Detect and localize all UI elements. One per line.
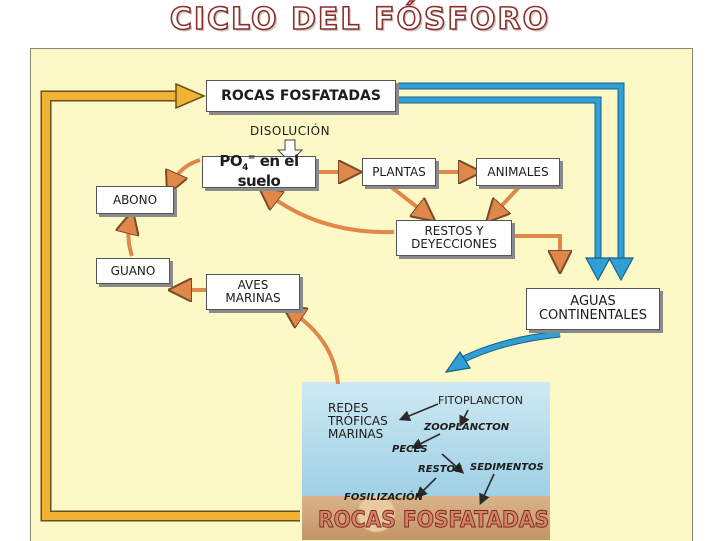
abono-box: ABONO [96,186,174,214]
peces-label: PECES [392,444,428,455]
zooplancton-label: ZOOPLANCTON [424,422,510,433]
blue-runoff-arrows [398,82,635,282]
rocas-fosfatadas-seabed-label: ROCAS FOSFATADAS [318,508,550,534]
po4-formula: PO4= en el suelo [219,152,299,190]
page-title: CICLO DEL FÓSFORO [169,1,551,38]
blue-arrow-to-ocean [444,330,561,373]
guano-box: GUANO [96,258,170,284]
orange-arrows [128,158,560,385]
ocean-food-web-arrows [398,403,495,506]
plantas-box: PLANTAS [362,158,436,186]
po4-suelo-box: PO4= en el suelo [202,152,316,190]
yellow-loop-arrow [40,82,300,522]
restos-label: RESTOS [418,464,463,475]
animales-box: ANIMALES [476,158,560,186]
rocas-fosfatadas-box: ROCAS FOSFATADAS [206,80,396,112]
disolucion-label: DISOLUCIÓN [250,124,331,138]
redes-troficas-label: REDES TRÓFICAS MARINAS [328,401,388,442]
seabed [302,496,550,540]
sedimentos-label: SEDIMENTOS [470,462,544,473]
fosilizacion-label: FOSILIZACIÓN [344,492,423,503]
fitoplancton-label: FITOPLANCTON [438,394,524,407]
